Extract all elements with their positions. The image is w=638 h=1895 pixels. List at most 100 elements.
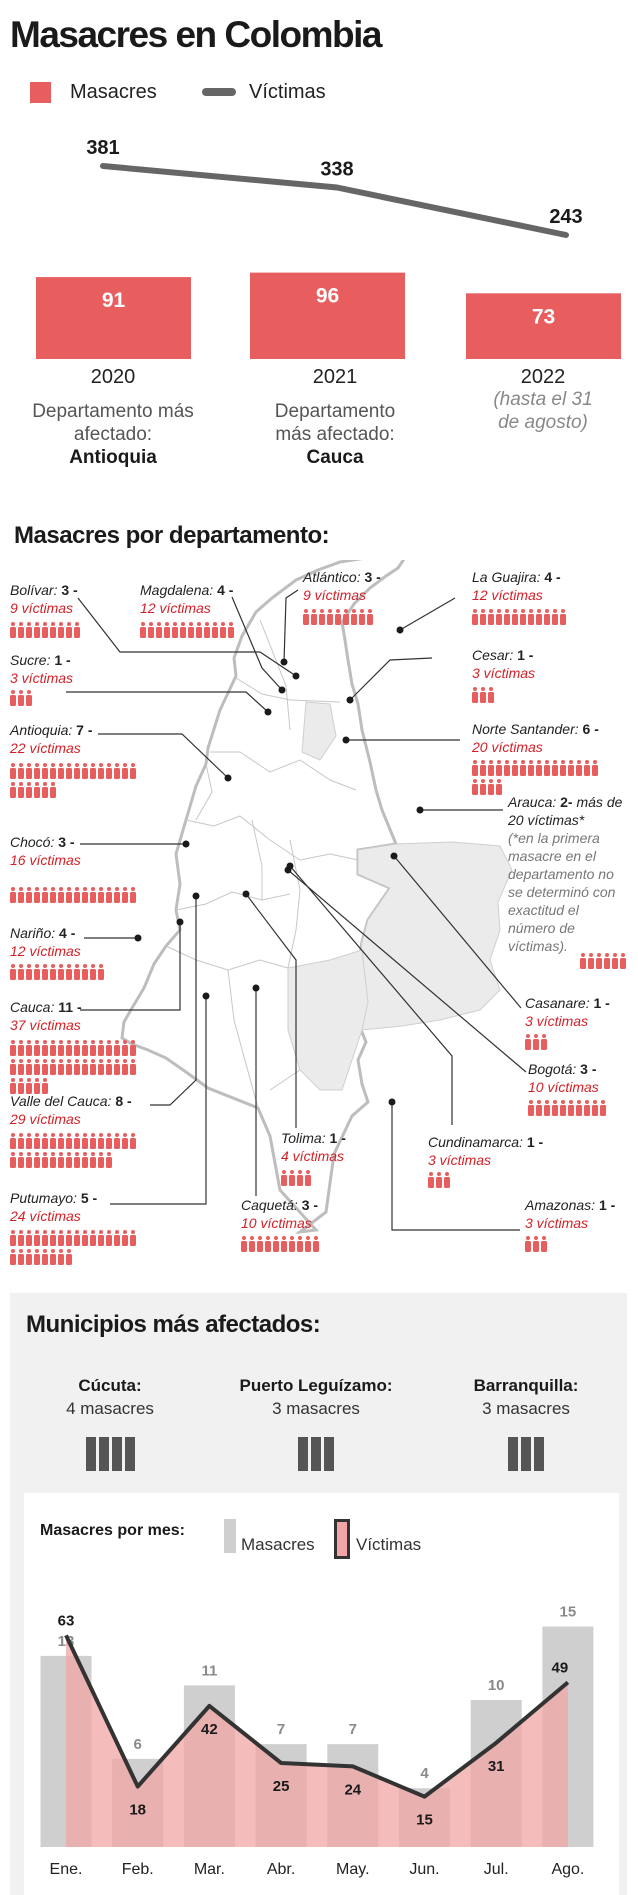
dept-choco: Chocó: 3 -16 víctimas <box>10 834 81 868</box>
leader-line <box>231 596 283 691</box>
month-bar-label: 15 <box>560 1604 577 1621</box>
leader-line <box>77 597 297 677</box>
location-dot <box>342 736 350 744</box>
year-bar-2020 <box>36 277 191 359</box>
leader-line <box>391 1102 520 1231</box>
dept-atlantico: Atlántico: 3 -9 víctimas <box>303 569 381 603</box>
dept-cesar: Cesar: 1 -3 víctimas <box>472 647 536 681</box>
month-bar-label: 11 <box>201 1662 217 1679</box>
leader-line <box>98 733 229 779</box>
month-axis-label: Abr. <box>267 1861 295 1878</box>
massacre-block <box>324 1437 334 1471</box>
dept-narino: Nariño: 4 -12 víctimas <box>10 925 81 959</box>
victims-month-label: 25 <box>273 1778 290 1795</box>
year-note-2021: Departamento más afectado: Cauca <box>240 400 430 469</box>
year-bar-2022 <box>466 293 621 359</box>
muni-name: Puerto Leguízamo: <box>239 1376 393 1395</box>
year-bar-2021 <box>250 272 405 359</box>
dept-cauca: Cauca: 11 -37 víctimas <box>10 999 82 1033</box>
massacre-block <box>521 1437 531 1471</box>
leader-line <box>393 855 522 1009</box>
top-legend: Masacres Víctimas <box>0 0 638 120</box>
note-line: más afectado: <box>275 424 395 445</box>
month-axis-label: Jun. <box>409 1861 439 1878</box>
year-label-2020: 2020 <box>90 366 136 388</box>
dept-antioquia: Antioquia: 7 -22 víctimas <box>10 722 93 756</box>
location-dot <box>388 1098 396 1106</box>
note-line: Departamento más <box>32 401 194 422</box>
muni-count: 3 masacres <box>482 1399 570 1418</box>
victims-point-label: 243 <box>549 206 582 228</box>
map-santander-region <box>301 701 337 761</box>
note-line: (hasta el 31 <box>493 389 593 410</box>
note-bold: Cauca <box>306 447 364 468</box>
leader-line <box>66 691 269 713</box>
month-bar-label: 10 <box>488 1677 505 1694</box>
location-dot <box>224 774 232 782</box>
month-axis-label: Ago. <box>551 1861 584 1878</box>
leader-line <box>289 865 453 1125</box>
dept-sucre: Sucre: 1 -3 víctimas <box>10 652 74 686</box>
leader-line <box>283 589 299 663</box>
victims-month-line <box>64 1634 570 1799</box>
leader-line <box>80 922 181 1011</box>
section-title-municipalities: Municipios más afectados: <box>26 1311 321 1338</box>
muni-count: 4 masacres <box>66 1399 154 1418</box>
monthly-legend-masacres-label: Masacres <box>241 1535 315 1554</box>
monthly-legend-victimas-swatch <box>334 1519 350 1559</box>
victims-line <box>100 163 569 238</box>
note-line: afectado: <box>73 424 153 445</box>
monthly-legend-victimas-label: Víctimas <box>356 1535 422 1554</box>
colombia-map <box>66 560 527 1235</box>
victims-month-label: 63 <box>58 1612 75 1629</box>
location-dot <box>278 686 286 694</box>
massacre-block <box>111 1437 122 1471</box>
monthly-legend-masacres-swatch <box>224 1519 236 1553</box>
muni-blocks <box>10 1437 210 1471</box>
month-axis-label: Feb. <box>122 1861 154 1878</box>
year-label-2021: 2021 <box>312 366 358 388</box>
muni-count: 3 masacres <box>272 1399 360 1418</box>
month-bar-label: 7 <box>349 1721 357 1738</box>
victims-area <box>66 1635 568 1847</box>
victims-month-label: 15 <box>416 1812 433 1829</box>
location-dot <box>202 992 210 1000</box>
location-dot <box>396 626 404 634</box>
year-bar-label: 96 <box>316 285 339 308</box>
muni-name: Cúcuta: <box>78 1376 142 1395</box>
monthly-chart-title: Masacres por mes: <box>40 1522 185 1539</box>
victims-month-label: 31 <box>488 1758 505 1775</box>
month-axis-label: Ene. <box>50 1861 83 1878</box>
note-line: Departamento <box>274 401 396 422</box>
month-axis-label: May. <box>336 1861 369 1878</box>
location-dot <box>346 696 354 704</box>
location-dot <box>176 918 184 926</box>
map-llanos-region <box>355 841 513 1031</box>
massacre-block <box>85 1437 96 1471</box>
dept-valle: Valle del Cauca: 8 -29 víctimas <box>10 1093 132 1127</box>
muni-cucuta: Cúcuta: 4 masacres <box>10 1376 210 1471</box>
location-dot <box>280 658 288 666</box>
note-bold: Antioquia <box>69 447 157 468</box>
dept-cundinamarca: Cundinamarca: 1 -3 víctimas <box>428 1134 544 1168</box>
massacre-block <box>298 1437 308 1471</box>
dept-caqueta: Caquetá: 3 -10 víctimas <box>241 1197 319 1231</box>
legend-masacres-label: Masacres <box>70 81 157 103</box>
leader-line <box>399 597 456 631</box>
massacre-block <box>534 1437 544 1471</box>
dept-nortesantander: Norte Santander: 6 -20 víctimas <box>472 721 599 755</box>
location-dot <box>182 840 190 848</box>
month-bar-label: 4 <box>420 1765 429 1782</box>
location-dot <box>286 862 294 870</box>
legend-victimas-swatch <box>202 88 236 96</box>
leader-line <box>245 893 297 1128</box>
location-dot <box>192 892 200 900</box>
dept-magdalena: Magdalena: 4 -12 víctimas <box>140 582 234 616</box>
location-dot <box>252 984 260 992</box>
muni-blocks <box>426 1437 626 1471</box>
dept-bolivar: Bolívar: 3 -9 víctimas <box>10 582 78 616</box>
legend-masacres-swatch <box>30 82 51 103</box>
month-bar-label: 7 <box>277 1721 285 1738</box>
